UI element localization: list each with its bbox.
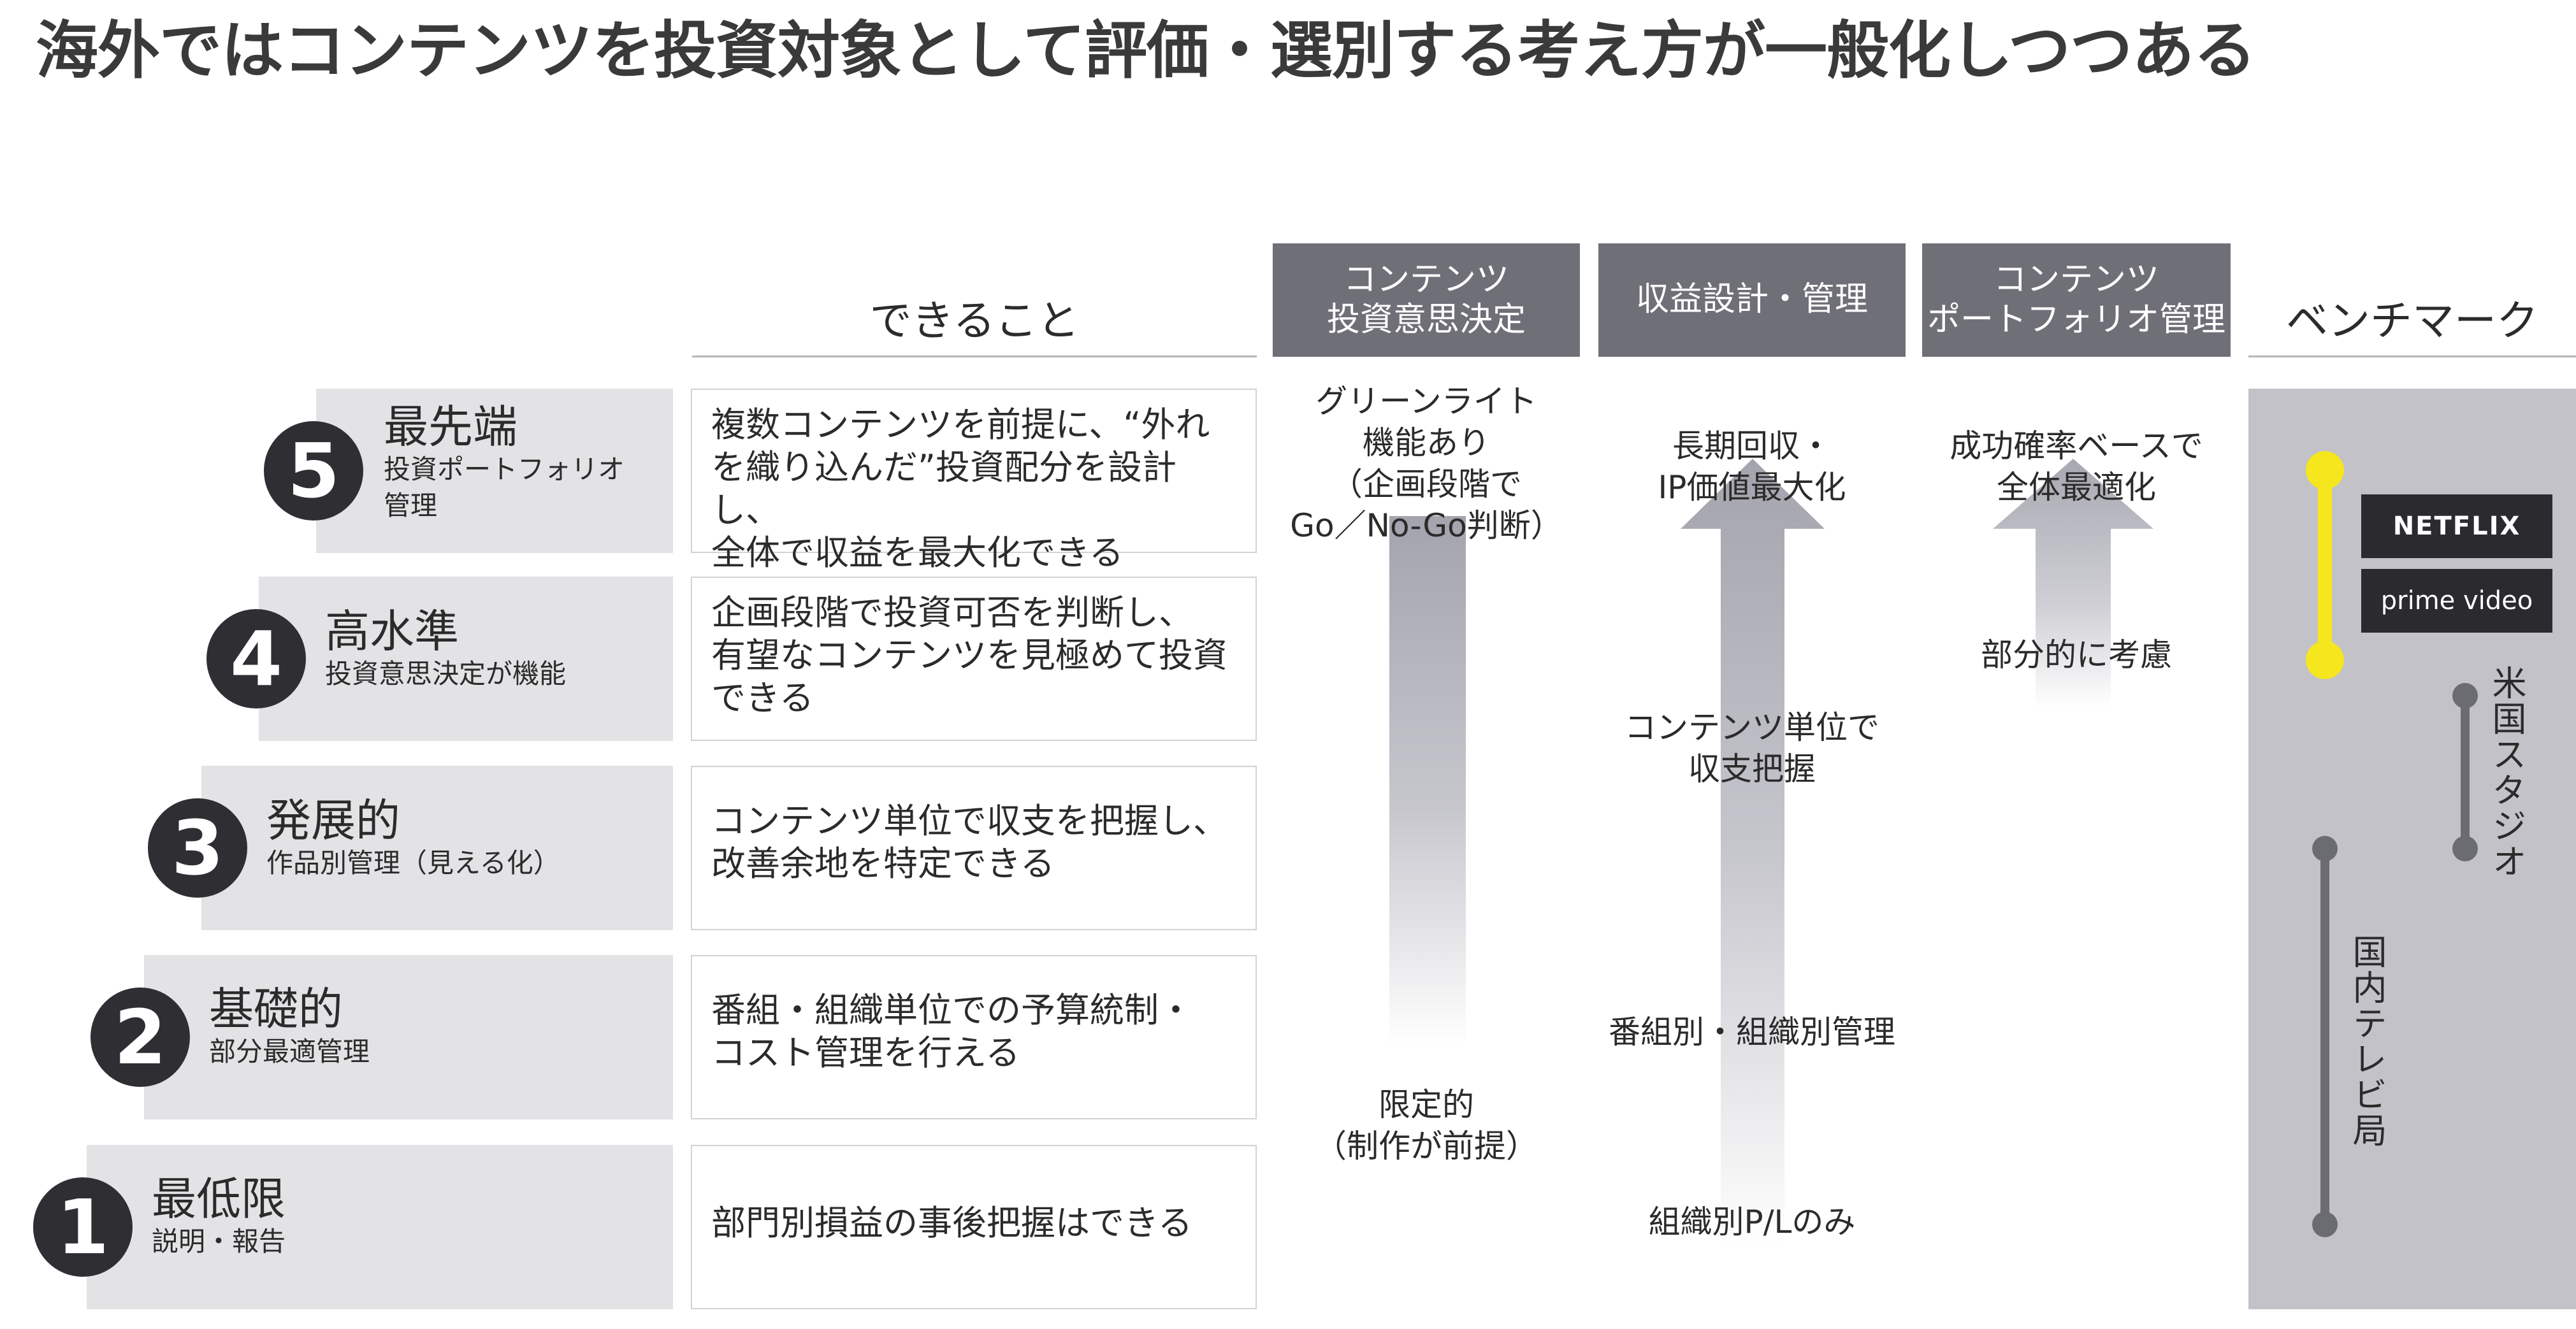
level-1-sub-1: 説明・報告 [152,1226,286,1257]
revenue-note-top-line2: IP価値最大化 [1658,469,1846,506]
revenue-note-lower: 番組別・組織別管理 [1609,1014,1895,1051]
level-5-capability-line3: 全体で収益を最大化できる [711,532,1124,573]
level-3-sub-1: 作品別管理（見える化） [266,847,560,879]
us-studio-marker-upper [2452,683,2478,708]
level-5-label: 最先端 投資ポートフォリオ 管理 [384,403,625,524]
level-4-name: 高水準 [325,605,459,657]
benchmark-markers [2306,451,2478,1237]
level-4-capability-line1: 企画段階で投資可否を判断し、 [711,593,1193,633]
level-3-capability-line1: コンテンツ単位で収支を把握し、 [711,801,1227,841]
level-1-capability-line1: 部門別損益の事後把握はできる [711,1203,1192,1243]
revenue-note-top: 長期回収・ IP価値最大化 [1598,426,1906,508]
page-title: 海外ではコンテンツを投資対象として評価・選別する考え方が一般化しつつある [36,15,2256,87]
portfolio-header-line2: ポートフォリオ管理 [1927,301,2225,339]
revenue-arrow [1681,459,1825,1249]
level-5-capability-line2: を織り込んだ”投資配分を設計し、 [711,447,1176,530]
revenue-note-top-line1: 長期回収・ [1672,427,1832,464]
level-5-name: 最先端 [384,401,517,453]
level-4-band [259,577,673,741]
portfolio-note-top-line2: 全体最適化 [1997,469,2156,506]
us-studio-marker-lower [2452,836,2478,861]
level-3-name: 発展的 [266,794,400,847]
level-3-capability-line2: 改善余地を特定できる [711,843,1055,884]
revenue-header: 収益設計・管理 [1598,243,1906,357]
capability-header: できること [869,296,1080,345]
revenue-header-line1: 収益設計・管理 [1635,280,1868,319]
revenue-note-middle: コンテンツ単位で 収支把握 [1598,707,1906,790]
revenue-note-middle-line1: コンテンツ単位で [1624,709,1879,746]
level-2-label: 基礎的 部分最適管理 [209,985,370,1070]
investment-note-top: グリーンライト 機能あり （企画段階で Go／No-Go判断） [1273,381,1580,547]
level-4-capability-line3: できる [711,677,814,718]
level-2-sub-1: 部分最適管理 [209,1036,370,1067]
level-2-badge: 2 [90,988,190,1087]
investment-arrow [1389,516,1466,1045]
investment-note-top-line1: グリーンライト [1315,383,1537,420]
level-1-badge: 1 [33,1177,133,1277]
level-2-capability: 番組・組織単位での予算統制・ コスト管理を行える [691,955,1257,1119]
investment-note-top-line3: （企画段階で [1331,466,1522,503]
benchmark-header: ベンチマーク [2286,296,2538,345]
level-5-badge: 5 [264,421,363,521]
portfolio-note-top-line1: 成功確率ベースで [1950,427,2203,464]
investment-header-line2: 投資意思決定 [1326,301,1526,339]
level-3-badge: 3 [148,798,247,898]
top-tier-marker-lower [2306,641,2344,679]
portfolio-note-top: 成功確率ベースで 全体最適化 [1922,426,2231,508]
level-5-sub-1: 投資ポートフォリオ [384,454,625,485]
level-4-capability-line2: 有望なコンテンツを見極めて投資 [711,635,1227,675]
level-5-capability: 複数コンテンツを前提に、“外れ を織り込んだ”投資配分を設計し、 全体で収益を最… [691,389,1257,573]
investment-note-bottom: 限定的 （制作が前提） [1273,1084,1580,1167]
revenue-note-middle-line2: 収支把握 [1688,751,1816,787]
portfolio-arrow [1993,459,2153,707]
netflix-badge: NETFLIX [2361,494,2552,558]
level-3-label: 発展的 作品別管理（見える化） [266,796,560,882]
level-4-badge: 4 [206,609,306,708]
level-2-band [144,955,673,1119]
domestic-tv-marker-upper [2312,836,2338,861]
investment-note-top-line2: 機能あり [1363,424,1490,461]
level-2-capability-line2: コスト管理を行える [711,1032,1020,1073]
portfolio-header-line1: コンテンツ [1993,260,2159,299]
investment-note-bottom-line1: 限定的 [1378,1086,1474,1123]
level-4-sub-1: 投資意思決定が機能 [325,658,567,689]
level-3-band [201,766,673,930]
level-1-name: 最低限 [152,1173,286,1225]
level-3-capability: コンテンツ単位で収支を把握し、 改善余地を特定できる [691,766,1257,930]
level-2-capability-line1: 番組・組織単位での予算統制・ [711,990,1193,1030]
level-4-capability: 企画段階で投資可否を判断し、 有望なコンテンツを見極めて投資 できる [691,577,1257,741]
domestic-tv-marker-lower [2312,1212,2338,1237]
level-1-capability: 部門別損益の事後把握はできる [691,1145,1257,1309]
level-5-band [316,389,673,553]
us-studio-label: 米国スタジオ [2486,665,2526,879]
prime-video-badge: prime video [2361,569,2552,633]
level-5-capability-line1: 複数コンテンツを前提に、“外れ [711,405,1210,445]
domestic-tv-label: 国内テレビ局 [2347,934,2387,1148]
investment-note-bottom-line2: （制作が前提） [1315,1128,1538,1165]
investment-header: コンテンツ 投資意思決定 [1273,243,1580,357]
investment-note-top-line4: Go／No-Go判断） [1290,507,1563,544]
portfolio-header: コンテンツ ポートフォリオ管理 [1922,243,2231,357]
level-2-name: 基礎的 [209,983,343,1035]
capability-header-line [692,356,1257,357]
top-tier-marker-upper [2306,451,2344,489]
level-1-band [87,1145,673,1309]
portfolio-note-middle: 部分的に考慮 [1981,636,2172,673]
investment-header-line1: コンテンツ [1343,260,1509,299]
level-5-sub-2: 管理 [384,489,438,521]
level-1-label: 最低限 説明・報告 [152,1175,286,1260]
revenue-note-bottom: 組織別P/Lのみ [1648,1203,1856,1240]
benchmark-header-line [2248,356,2576,357]
level-4-label: 高水準 投資意思決定が機能 [325,607,566,693]
